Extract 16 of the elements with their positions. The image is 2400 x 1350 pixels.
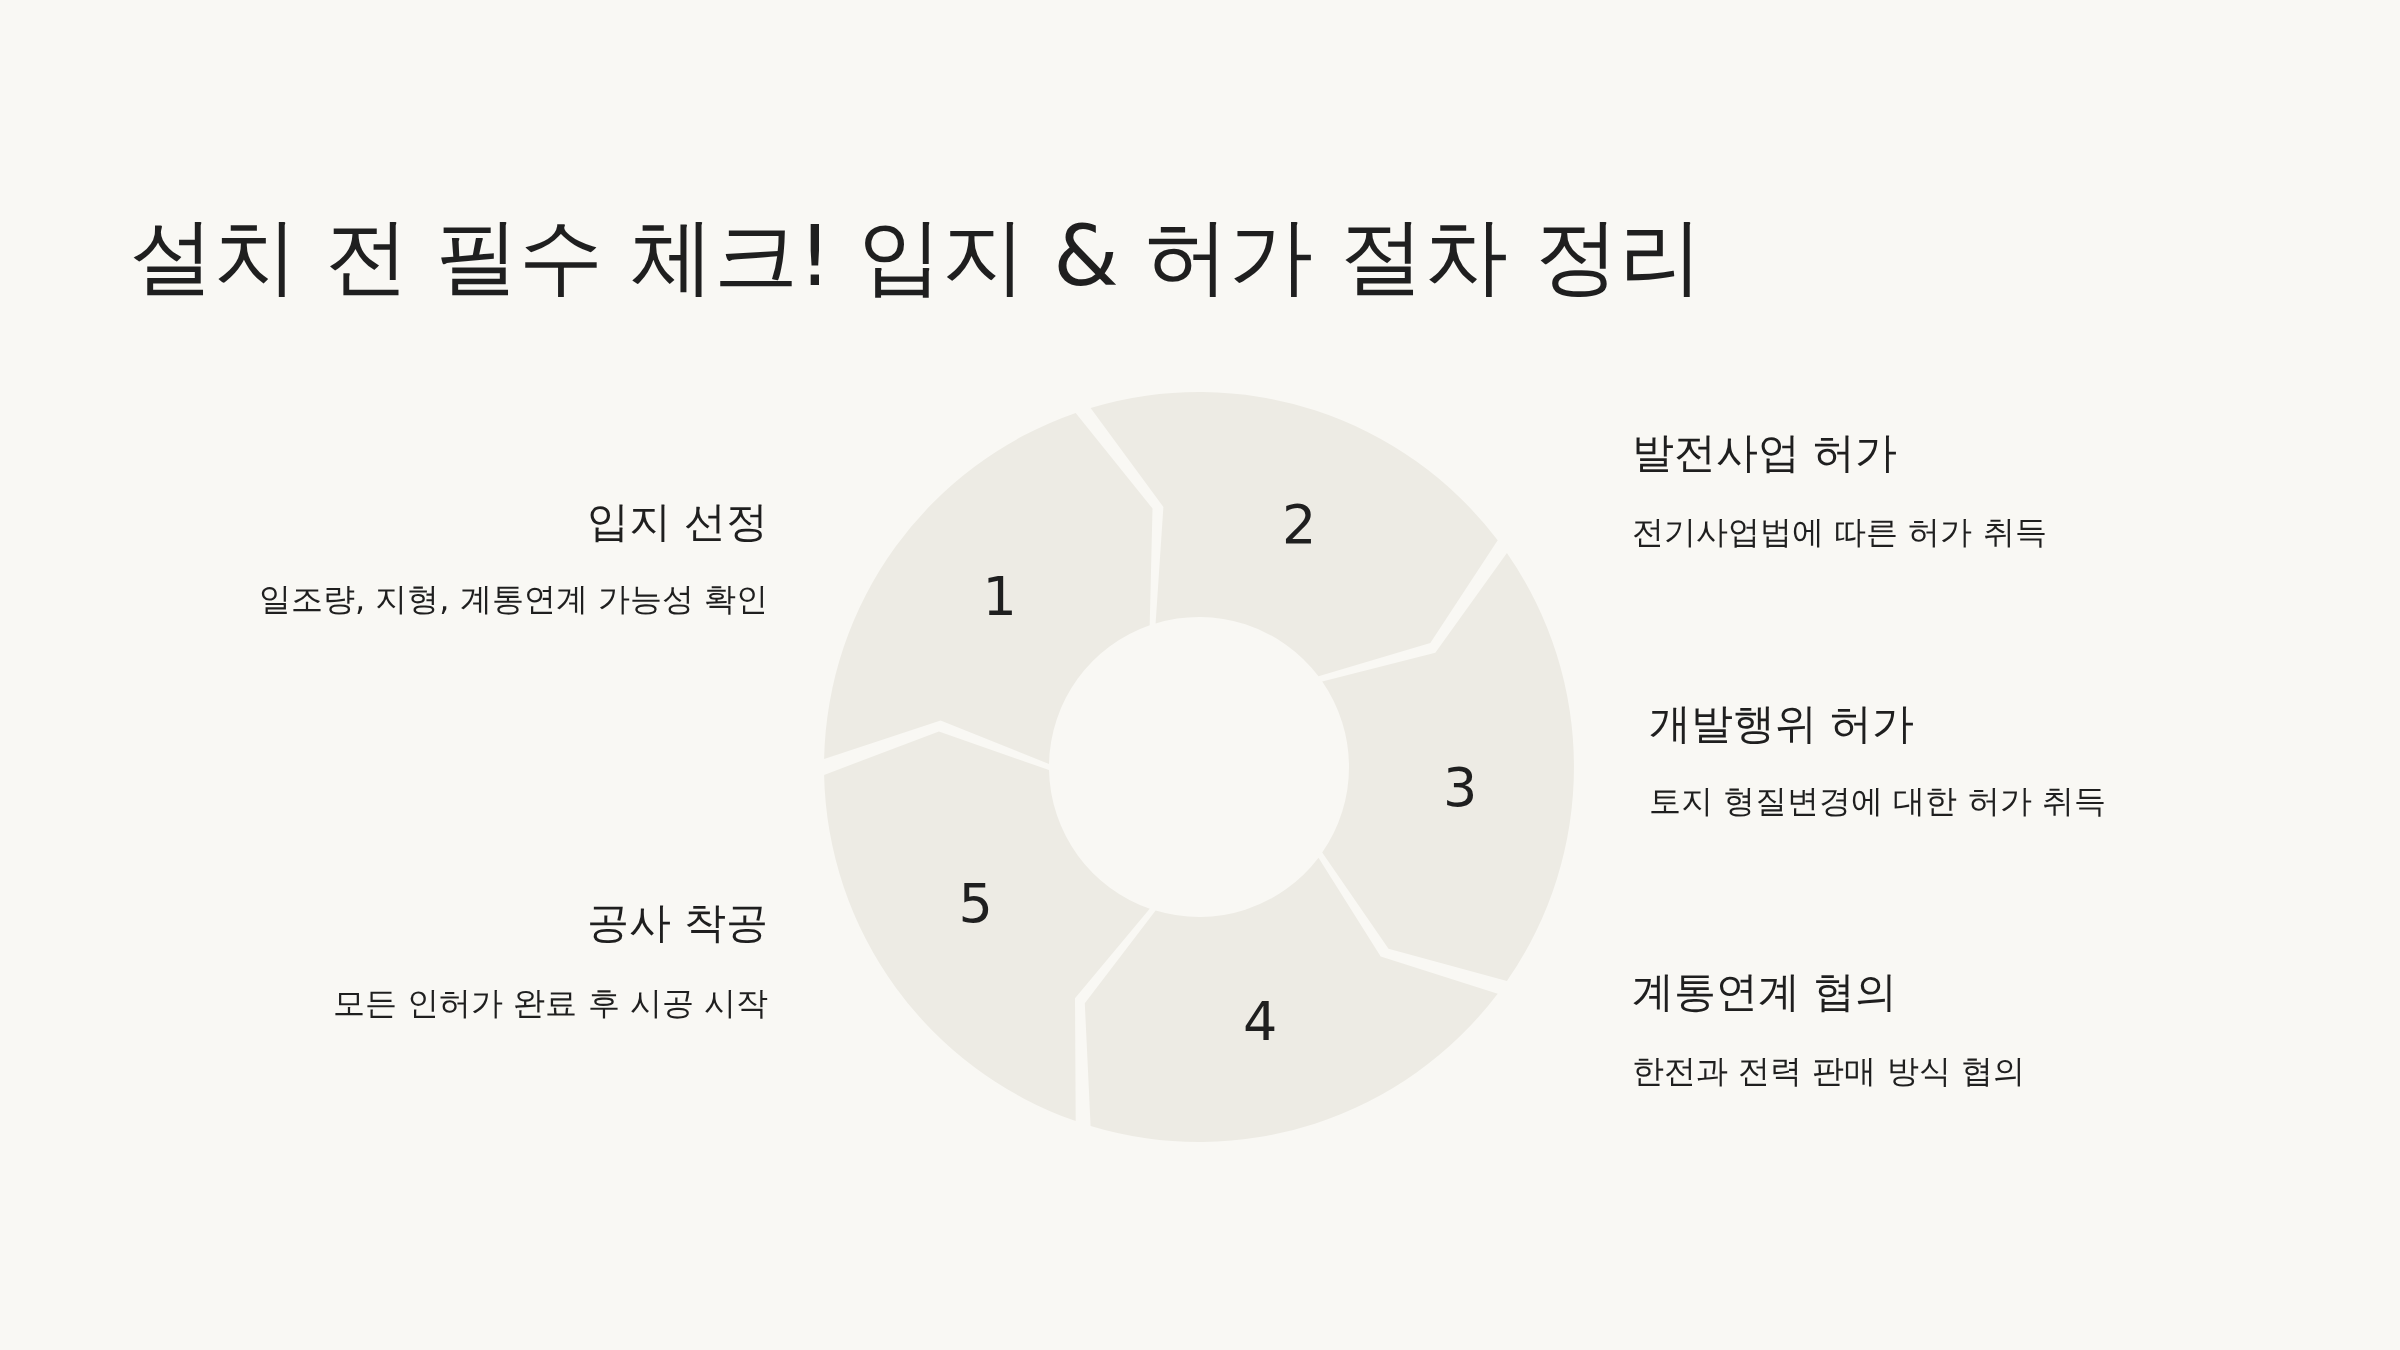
step-heading: 공사 착공	[586, 897, 768, 949]
step-heading: 계통연계 협의	[1632, 966, 1898, 1018]
step-number: 5	[958, 872, 993, 936]
step-description: 토지 형질변경에 대한 허가 취득	[1649, 781, 2106, 822]
step-heading: 개발행위 허가	[1649, 698, 1915, 750]
step-heading: 발전사업 허가	[1632, 427, 1898, 479]
step-description: 전기사업법에 따른 허가 취득	[1632, 512, 2047, 553]
step-heading: 입지 선정	[586, 496, 768, 548]
step-description: 모든 인허가 완료 후 시공 시작	[333, 983, 768, 1024]
step-number: 2	[1282, 493, 1317, 557]
step-number: 4	[1243, 990, 1278, 1054]
step-description: 한전과 전력 판매 방식 협의	[1632, 1051, 2025, 1092]
step-number: 1	[982, 565, 1017, 629]
page-title: 설치 전 필수 체크! 입지 & 허가 절차 정리	[130, 206, 1703, 307]
step-number: 3	[1443, 756, 1478, 820]
step-description: 일조량, 지형, 계통연계 가능성 확인	[258, 579, 768, 620]
